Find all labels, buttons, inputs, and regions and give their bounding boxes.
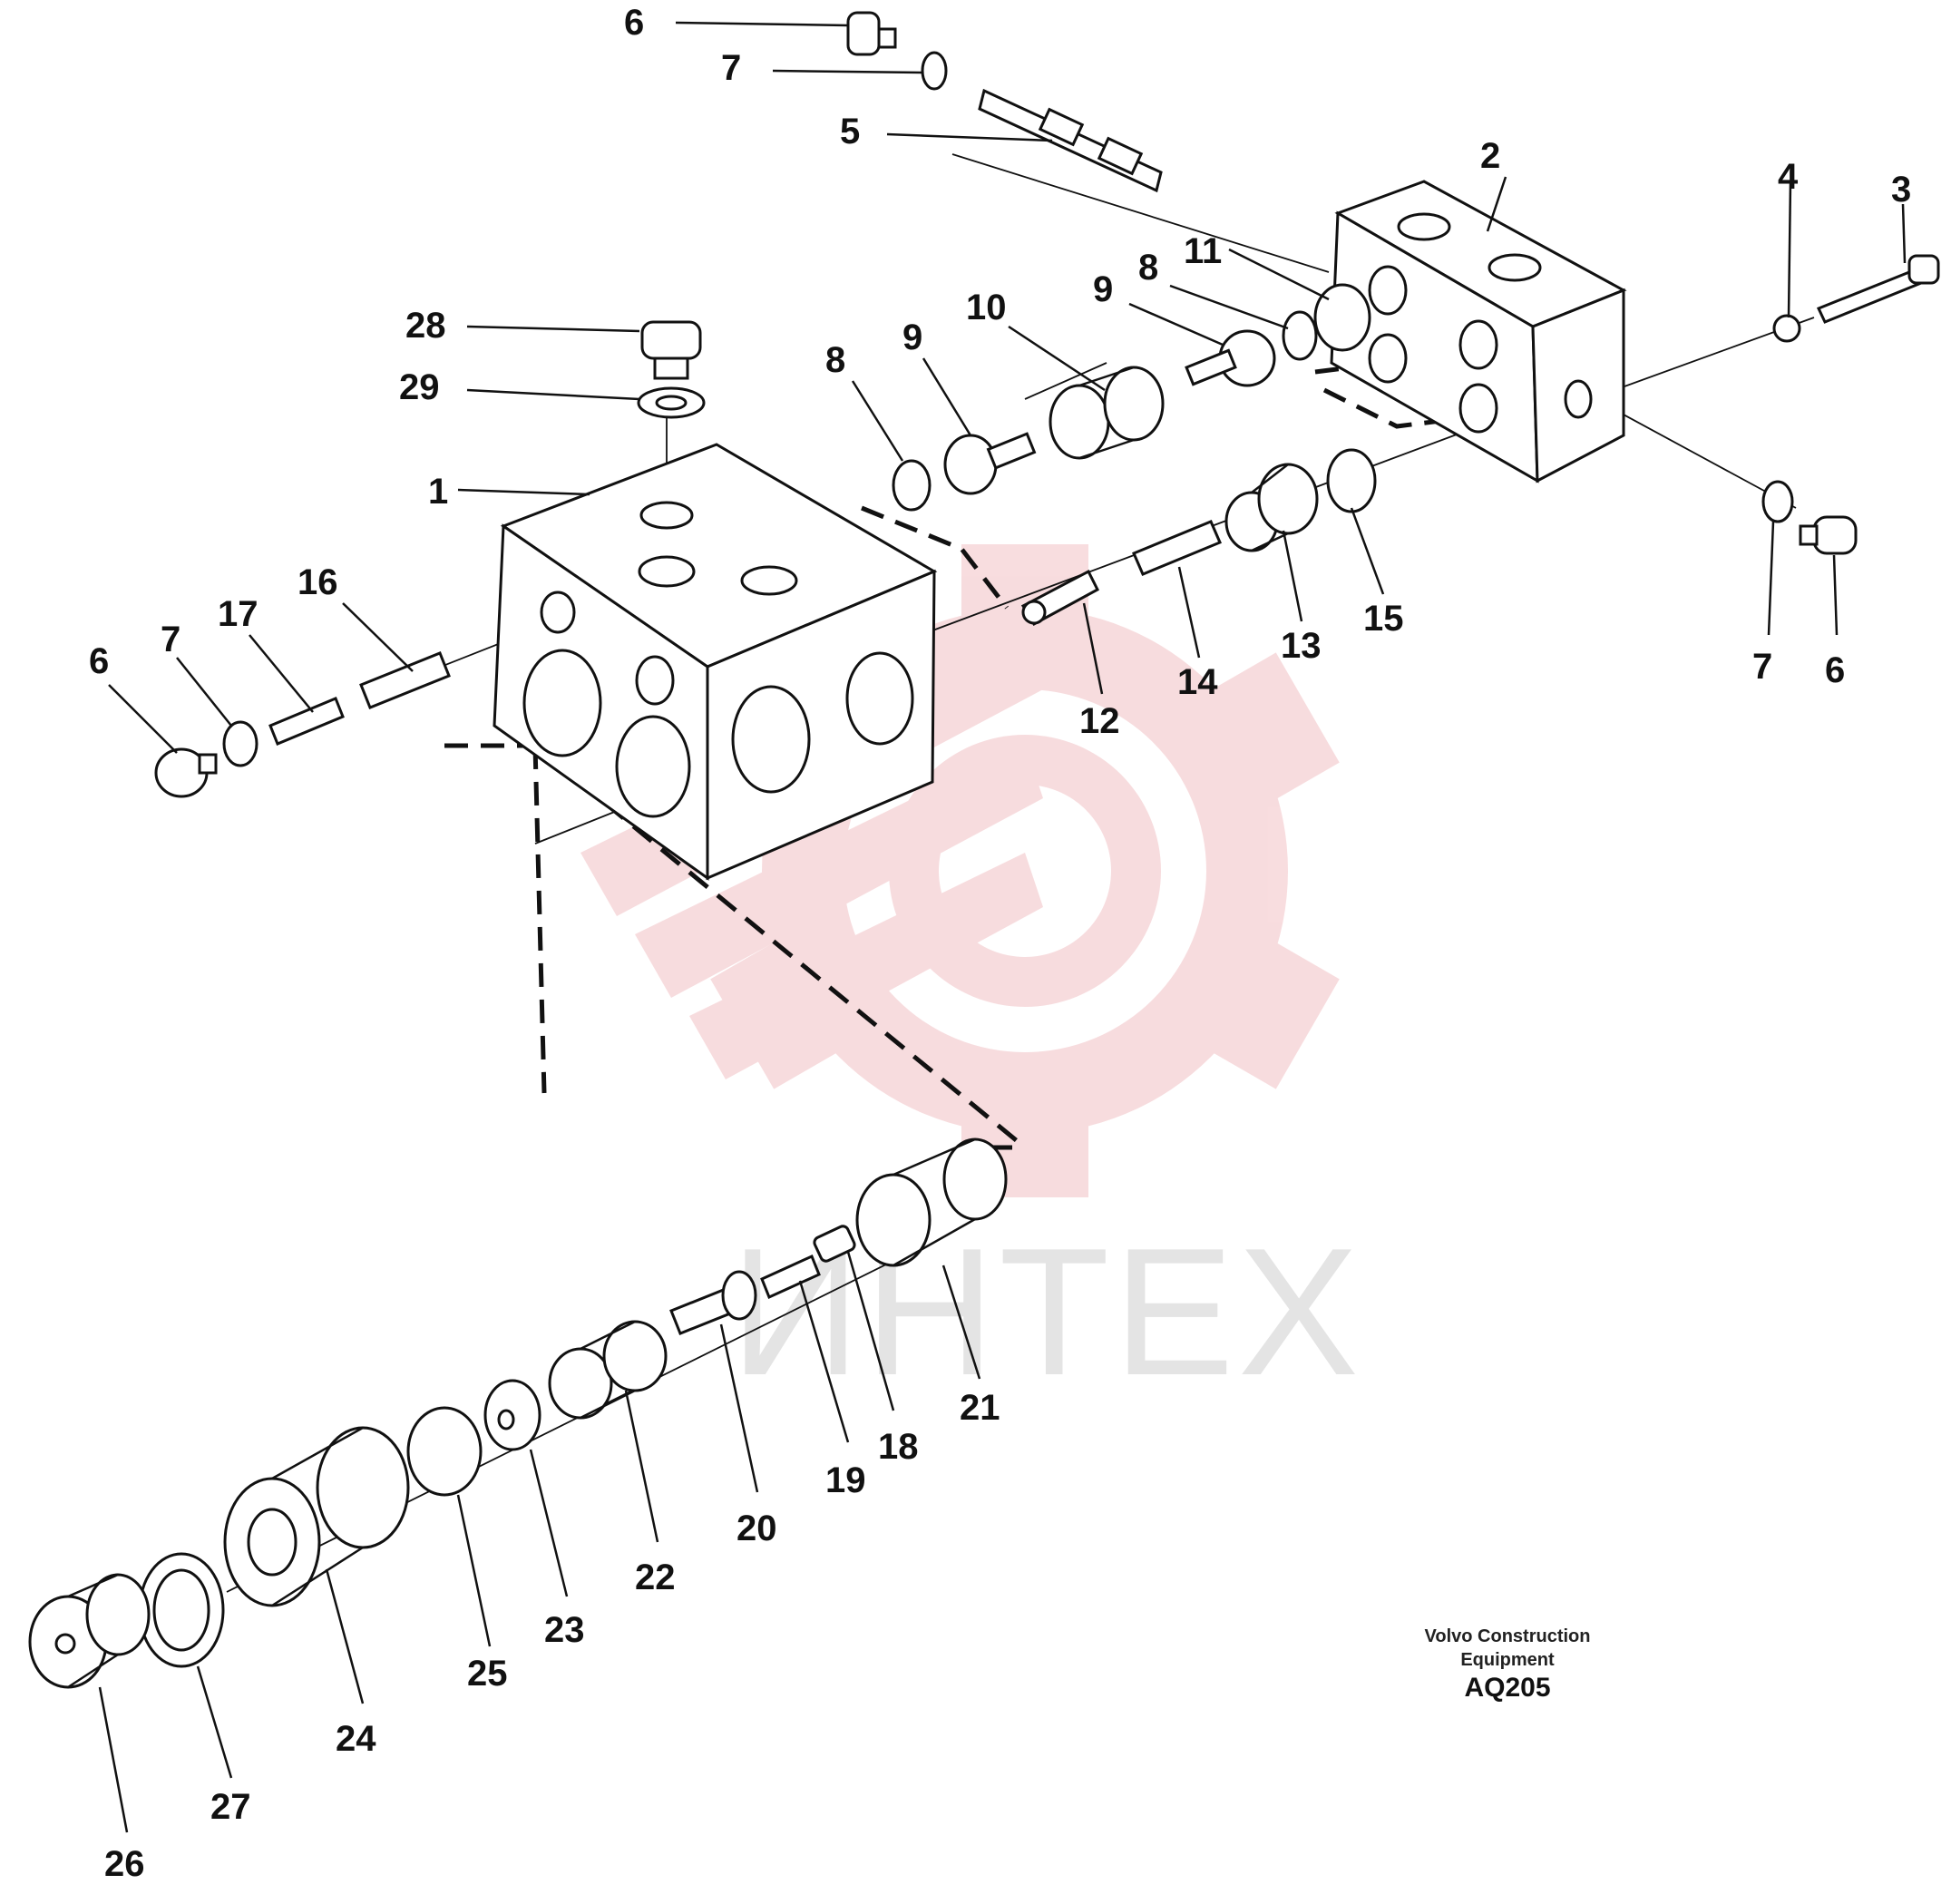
callout-12: 12 <box>1079 701 1120 741</box>
callout-15: 15 <box>1363 599 1404 639</box>
part-12-pin <box>1020 569 1099 627</box>
part-28-plug <box>640 320 702 380</box>
part-15-oring <box>1326 448 1377 513</box>
callout-21: 21 <box>960 1388 1000 1428</box>
callout-19: 19 <box>825 1460 866 1500</box>
part-26-end-plug <box>28 1573 151 1689</box>
part-7-washer-top <box>921 51 948 91</box>
callout-7-right: 7 <box>1752 647 1772 687</box>
valve-block-main <box>493 443 938 881</box>
part-3-bolt <box>1816 254 1940 324</box>
part-13-piston <box>1224 463 1319 552</box>
part-14-spring <box>1132 520 1222 576</box>
callout-22: 22 <box>635 1557 676 1597</box>
callout-23: 23 <box>544 1610 585 1650</box>
callout-labels: 6 7 5 2 4 3 11 8 9 10 9 8 28 29 1 16 17 … <box>89 3 1911 1884</box>
callout-9-left: 9 <box>902 317 922 357</box>
valve-block-side <box>1330 180 1627 483</box>
part-6-plug-right <box>1799 515 1858 555</box>
callout-13: 13 <box>1281 626 1322 666</box>
callout-14: 14 <box>1177 662 1218 702</box>
part-22-spring <box>548 1320 668 1420</box>
callout-7-top: 7 <box>721 48 741 88</box>
callout-17: 17 <box>218 594 259 634</box>
part-8-oring-left <box>892 459 932 512</box>
part-6-plug-left <box>154 747 218 798</box>
part-11-oring <box>1313 283 1371 352</box>
callout-8-right: 8 <box>1138 248 1158 288</box>
callout-6-left: 6 <box>89 641 109 681</box>
callout-4: 4 <box>1778 157 1799 197</box>
callout-20: 20 <box>737 1509 777 1548</box>
callout-9-right: 9 <box>1093 269 1113 309</box>
caption-line-2: Equipment <box>1460 1650 1555 1670</box>
part-20-pin <box>669 1270 757 1335</box>
callout-28: 28 <box>405 306 446 346</box>
callout-1: 1 <box>428 472 448 512</box>
part-5-shaft <box>978 88 1163 193</box>
part-29-washer <box>637 386 706 419</box>
callout-26: 26 <box>104 1844 145 1884</box>
callout-29: 29 <box>399 367 440 407</box>
part-21-cartridge <box>855 1138 1008 1267</box>
part-6-plug-top <box>846 11 897 56</box>
leader-lines <box>98 21 1907 1833</box>
part-9-poppet-left <box>943 432 1037 495</box>
part-18-poppet <box>813 1225 856 1263</box>
part-25-oring <box>406 1406 483 1497</box>
callout-11: 11 <box>1184 231 1222 271</box>
part-19-spring <box>760 1254 821 1300</box>
callout-25: 25 <box>467 1654 508 1694</box>
callout-3: 3 <box>1891 170 1911 210</box>
callout-16: 16 <box>298 562 338 602</box>
callout-5: 5 <box>840 112 860 151</box>
part-4-washer <box>1772 314 1801 343</box>
callout-10: 10 <box>966 288 1007 327</box>
callout-24: 24 <box>336 1719 376 1759</box>
callout-2: 2 <box>1480 136 1500 176</box>
callout-27: 27 <box>210 1787 251 1827</box>
part-7-washer-right <box>1761 480 1794 523</box>
part-7-washer-left <box>222 720 259 767</box>
part-16-pin <box>359 651 451 709</box>
part-27-seal-ring <box>138 1552 225 1668</box>
callout-7-left: 7 <box>161 620 180 659</box>
part-24-adapter <box>223 1426 410 1607</box>
caption-block: Volvo Construction Equipment AQ205 <box>1425 1626 1591 1703</box>
diagram-code: AQ205 <box>1464 1673 1550 1703</box>
callout-18: 18 <box>878 1427 919 1467</box>
part-23-washer <box>483 1379 541 1451</box>
callout-8-left: 8 <box>825 340 845 380</box>
part-9-poppet-right <box>1185 329 1276 387</box>
caption-line-1: Volvo Construction <box>1425 1626 1591 1646</box>
part-10-sleeve <box>1049 366 1165 460</box>
part-8-oring-right <box>1282 310 1318 361</box>
part-17-spring <box>268 697 345 746</box>
callout-6-top: 6 <box>624 3 644 43</box>
callout-6-right: 6 <box>1825 650 1845 690</box>
